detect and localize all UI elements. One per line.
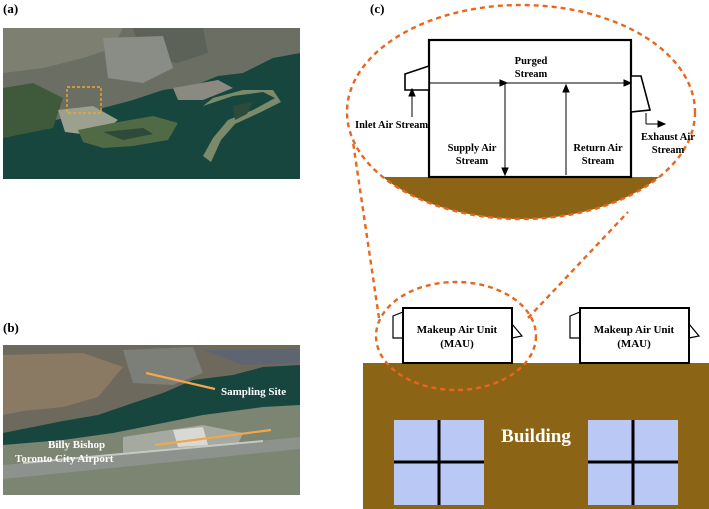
- zoom-ellipse-large: [345, 3, 697, 221]
- window-left: [394, 420, 484, 505]
- sampling-area-marker: [66, 86, 102, 114]
- return-label-2: Stream: [582, 156, 615, 167]
- detail-inlet-hood: [404, 64, 430, 91]
- airport-label-line1: Billy Bishop: [48, 439, 105, 451]
- window-right: [588, 420, 678, 505]
- mau-right-line1: Makeup Air Unit: [594, 324, 675, 336]
- exhaust-label-2: Stream: [652, 145, 685, 156]
- purged-label-1: Purged: [515, 56, 548, 67]
- mau-left-line2: (MAU): [440, 338, 474, 350]
- mau-right-line2: (MAU): [617, 338, 651, 350]
- detail-exhaust-hood: [630, 75, 652, 113]
- zoom-line-right: [527, 211, 629, 319]
- exhaust-label-1: Exhaust Air: [641, 132, 695, 143]
- building-label: Building: [501, 426, 571, 447]
- airport-label-line2: Toronto City Airport: [15, 453, 114, 465]
- sampling-site-label: Sampling Site: [221, 386, 286, 398]
- mau-unit-left: Makeup Air Unit (MAU): [392, 307, 524, 364]
- airport-pointer: [154, 428, 272, 447]
- return-label-1: Return Air: [573, 143, 623, 154]
- panel-b-label: (b): [3, 320, 19, 335]
- zoom-line-left: [351, 141, 381, 319]
- purged-label-2: Stream: [515, 69, 548, 80]
- detail-mau-box: [427, 38, 633, 179]
- zoom-ellipse-small: [374, 280, 538, 392]
- panel-a-label: (a): [3, 1, 19, 16]
- mau-unit-right: Makeup Air Unit (MAU): [569, 307, 701, 364]
- aerial-map-zoom: Sampling Site Billy Bishop Toronto City …: [3, 345, 300, 495]
- inlet-label: Inlet Air Stream: [355, 120, 428, 131]
- supply-label-2: Stream: [456, 156, 489, 167]
- supply-label-1: Supply Air: [448, 143, 497, 154]
- panel-c-label: (c): [370, 1, 385, 16]
- airflow-arrows: [408, 79, 667, 177]
- mau-left-line1: Makeup Air Unit: [417, 324, 498, 336]
- aerial-map-toronto: [3, 28, 300, 179]
- sampling-site-pointer: [145, 371, 216, 391]
